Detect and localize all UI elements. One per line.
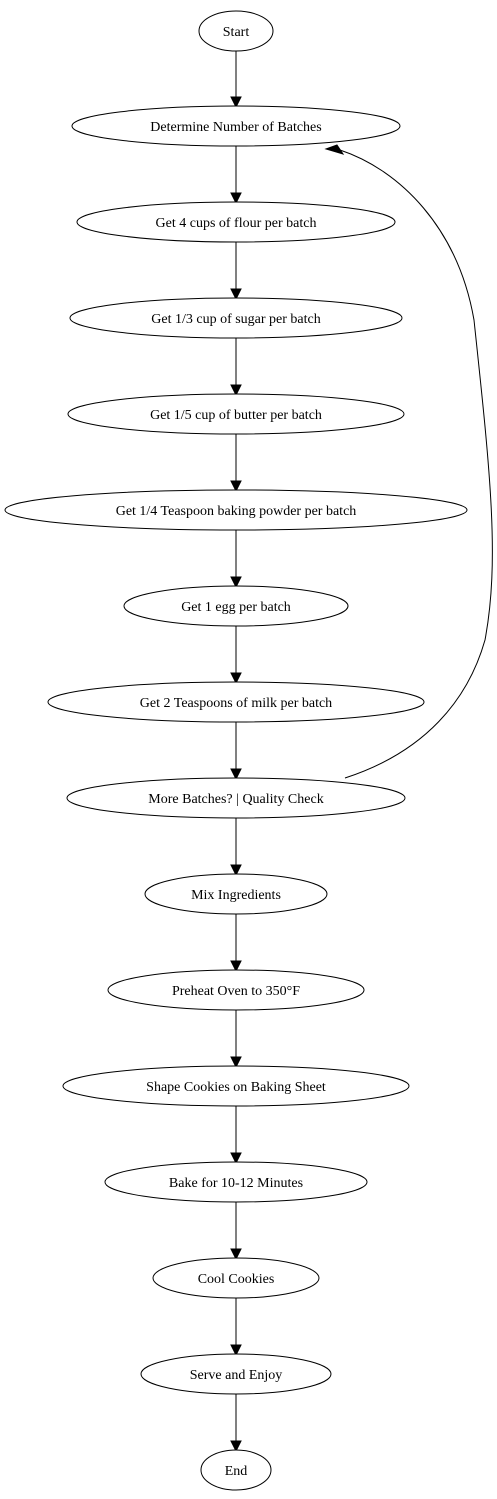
node-flour-label: Get 4 cups of flour per batch (156, 216, 317, 231)
node-sugar: Get 1/3 cup of sugar per batch (69, 297, 403, 339)
node-determine-batches: Determine Number of Batches (71, 105, 401, 147)
node-egg-shape (123, 585, 349, 627)
node-shape-cookies: Shape Cookies on Baking Sheet (62, 1065, 410, 1107)
node-mix-shape (144, 873, 328, 915)
node-more-batches-shape (66, 777, 406, 819)
node-butter: Get 1/5 cup of butter per batch (67, 393, 405, 435)
arrowhead-n11 (230, 1056, 242, 1069)
node-mix: Mix Ingredients (144, 873, 328, 915)
arrowhead-n13 (230, 1248, 242, 1261)
node-serve: Serve and Enjoy (140, 1353, 332, 1395)
arrowhead-n7 (230, 672, 242, 685)
arrowhead-n12 (230, 1152, 242, 1165)
node-bake-label: Bake for 10-12 Minutes (169, 1176, 303, 1191)
node-bake: Bake for 10-12 Minutes (104, 1161, 368, 1203)
node-shape-cookies-label: Shape Cookies on Baking Sheet (146, 1080, 326, 1095)
node-mix-label: Mix Ingredients (191, 888, 281, 903)
flowchart-nodes: Start Determine Number of Batches Get 4 … (4, 10, 468, 1491)
node-milk: Get 2 Teaspoons of milk per batch (47, 681, 425, 723)
node-milk-shape (47, 681, 425, 723)
arrowhead-end (230, 1440, 242, 1453)
node-determine-batches-label: Determine Number of Batches (150, 120, 321, 135)
node-preheat-label: Preheat Oven to 350°F (172, 984, 300, 999)
arrowhead-n8 (230, 768, 242, 781)
node-cool: Cool Cookies (152, 1257, 320, 1299)
node-start: Start (198, 10, 274, 52)
node-bake-shape (104, 1161, 368, 1203)
flowchart-edges (230, 51, 493, 1453)
node-determine-batches-shape (71, 105, 401, 147)
edge-n8-loop-to-n1 (339, 149, 493, 779)
node-sugar-label: Get 1/3 cup of sugar per batch (151, 312, 321, 327)
node-start-shape (198, 10, 274, 52)
node-serve-label: Serve and Enjoy (190, 1368, 283, 1383)
arrowhead-n5 (230, 480, 242, 493)
arrowhead-n9 (230, 864, 242, 877)
node-more-batches: More Batches? | Quality Check (66, 777, 406, 819)
node-preheat: Preheat Oven to 350°F (107, 969, 365, 1011)
node-butter-shape (67, 393, 405, 435)
arrowhead-n14 (230, 1344, 242, 1357)
node-milk-label: Get 2 Teaspoons of milk per batch (140, 696, 332, 711)
node-end: End (200, 1449, 272, 1491)
arrowhead-n4 (230, 384, 242, 397)
node-more-batches-label: More Batches? | Quality Check (148, 792, 323, 807)
node-egg: Get 1 egg per batch (123, 585, 349, 627)
arrowhead-n1 (230, 96, 242, 109)
arrowhead-n10 (230, 960, 242, 973)
node-baking-powder-shape (4, 489, 468, 531)
node-flour-shape (76, 201, 396, 243)
arrowhead-loop-n1 (324, 144, 345, 155)
node-baking-powder: Get 1/4 Teaspoon baking powder per batch (4, 489, 468, 531)
node-cool-label: Cool Cookies (198, 1272, 275, 1287)
node-start-label: Start (223, 25, 250, 40)
node-baking-powder-label: Get 1/4 Teaspoon baking powder per batch (116, 504, 357, 519)
node-egg-label: Get 1 egg per batch (181, 600, 291, 615)
node-cool-shape (152, 1257, 320, 1299)
node-end-shape (200, 1449, 272, 1491)
arrowhead-n3 (230, 288, 242, 301)
node-shape-cookies-shape (62, 1065, 410, 1107)
node-end-label: End (225, 1464, 248, 1479)
arrowhead-n2 (230, 192, 242, 205)
node-serve-shape (140, 1353, 332, 1395)
node-flour: Get 4 cups of flour per batch (76, 201, 396, 243)
node-butter-label: Get 1/5 cup of butter per batch (150, 408, 322, 423)
node-sugar-shape (69, 297, 403, 339)
node-preheat-shape (107, 969, 365, 1011)
arrowhead-n6 (230, 576, 242, 589)
